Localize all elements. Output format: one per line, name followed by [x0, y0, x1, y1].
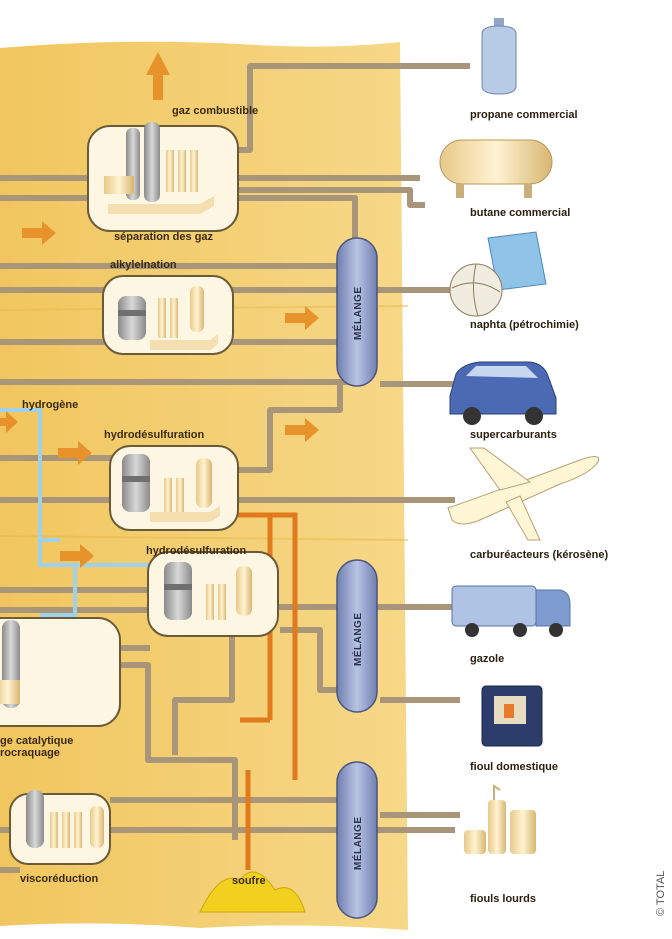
- product-label-fiouls-lourds: fiouls lourds: [470, 893, 536, 905]
- blender-2-label: MÉLANGE: [351, 613, 364, 667]
- fuel-gas-label: gaz combustible: [172, 105, 258, 117]
- product-label-kerosene: carburéacteurs (kérosène): [470, 549, 609, 561]
- car-icon: [449, 361, 557, 425]
- unit-catalytic-cracking: [0, 617, 121, 727]
- blender-2: [336, 559, 378, 713]
- product-label-fioul-domestique: fioul domestique: [470, 761, 558, 773]
- flow-arrows: [0, 52, 319, 568]
- blender-3: [336, 761, 378, 919]
- truck-icon: [451, 585, 571, 637]
- unit-visbreaking: [9, 790, 111, 865]
- plastics-icon: [449, 231, 547, 317]
- gas-separation-label: séparation des gaz: [114, 231, 214, 243]
- hydrodesulfuration-1-label: hydrodésulfuration: [104, 429, 205, 441]
- unit-hydrodesulfuration-1: [109, 445, 239, 531]
- alkylation-label: alkylelnation: [110, 259, 177, 271]
- hydrogen-label: hydrogène: [22, 399, 78, 411]
- unit-hydrodesulfuration-2: [147, 551, 279, 637]
- unit-alkylation: [102, 275, 234, 355]
- hydrodesulfuration-2-label: hydrodésulfuration: [146, 545, 247, 557]
- catalytic-cracking-label-1: ge catalytique: [0, 735, 73, 747]
- product-label-supercarburants: supercarburants: [470, 429, 557, 441]
- product-label-butane: butane commercial: [470, 207, 570, 219]
- unit-gas-separation: [87, 122, 239, 232]
- copyright-credit: © TOTAL: [655, 871, 667, 916]
- storage-tank-icon: [439, 139, 553, 198]
- visbreaking-label: viscoréduction: [20, 873, 99, 885]
- blender-1-label: MÉLANGE: [351, 287, 364, 341]
- blender-1: [336, 237, 378, 387]
- boiler-icon: [481, 685, 543, 747]
- catalytic-cracking-label-2: rocraquage: [0, 747, 60, 759]
- product-label-naphta: naphta (pétrochimie): [470, 319, 579, 331]
- gas-cylinder-icon: [481, 18, 517, 95]
- sulfur-label: soufre: [232, 875, 266, 887]
- product-label-propane: propane commercial: [470, 109, 578, 121]
- airplane-icon: [447, 447, 600, 541]
- product-label-gazole: gazole: [470, 653, 504, 665]
- industrial-tanks-icon: [464, 784, 536, 854]
- hydrogen-pipe: [0, 408, 150, 617]
- sulfur-pile: [199, 871, 306, 913]
- blender-3-label: MÉLANGE: [351, 817, 364, 871]
